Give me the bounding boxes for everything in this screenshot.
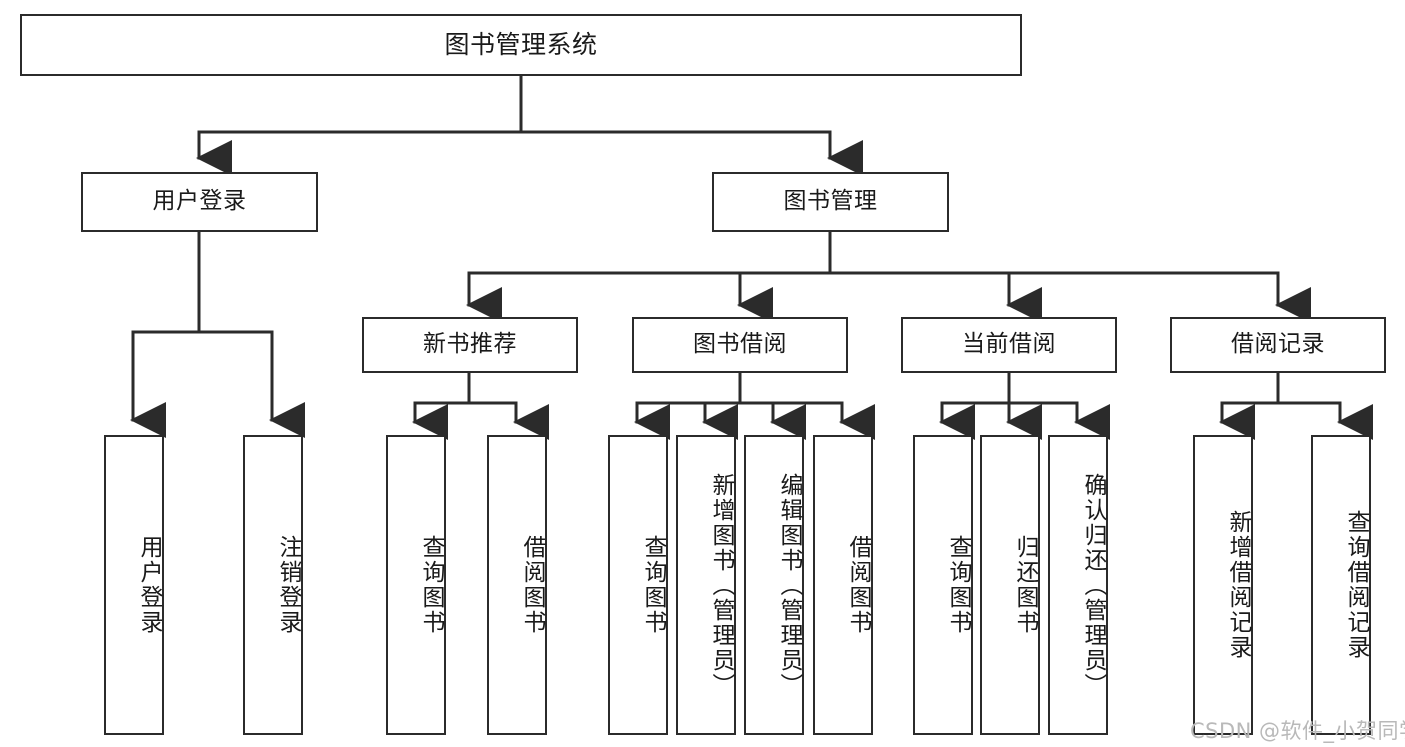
node-leaf-borrow-book-1[interactable]: 借阅图书 <box>487 435 547 735</box>
node-current-borrow-label: 当前借阅 <box>962 331 1056 358</box>
node-book-borrow[interactable]: 图书借阅 <box>632 317 848 373</box>
node-book-manage[interactable]: 图书管理 <box>712 172 949 232</box>
watermark: CSDN @软件_小贺同学 <box>1190 719 1405 743</box>
node-leaf-edit-book[interactable]: 编辑图书（管理员） <box>744 435 804 735</box>
node-leaf-user-logout-label: 注销登录 <box>275 535 301 635</box>
node-book-manage-label: 图书管理 <box>783 188 878 215</box>
node-leaf-edit-book-label: 编辑图书（管理员） <box>776 472 802 698</box>
node-leaf-add-record[interactable]: 新增借阅记录 <box>1193 435 1253 735</box>
node-leaf-user-login[interactable]: 用户登录 <box>104 435 164 735</box>
node-leaf-user-logout[interactable]: 注销登录 <box>243 435 303 735</box>
node-leaf-borrow-book-2-label: 借阅图书 <box>845 535 871 635</box>
node-leaf-return-book[interactable]: 归还图书 <box>980 435 1040 735</box>
node-book-borrow-label: 图书借阅 <box>693 331 787 358</box>
node-new-book-recommend-label: 新书推荐 <box>423 331 517 358</box>
node-leaf-borrow-book-1-label: 借阅图书 <box>519 535 545 635</box>
node-leaf-confirm-return-label: 确认归还（管理员） <box>1080 472 1106 698</box>
node-leaf-return-book-label: 归还图书 <box>1012 535 1038 635</box>
node-current-borrow[interactable]: 当前借阅 <box>901 317 1117 373</box>
node-leaf-query-record[interactable]: 查询借阅记录 <box>1311 435 1371 735</box>
node-user-login[interactable]: 用户登录 <box>81 172 318 232</box>
node-user-login-label: 用户登录 <box>152 188 247 215</box>
node-leaf-query-book-1[interactable]: 查询图书 <box>386 435 446 735</box>
node-borrow-record-label: 借阅记录 <box>1231 331 1325 358</box>
node-root-label: 图书管理系统 <box>444 30 598 60</box>
node-root[interactable]: 图书管理系统 <box>20 14 1022 76</box>
node-new-book-recommend[interactable]: 新书推荐 <box>362 317 578 373</box>
node-leaf-borrow-book-2[interactable]: 借阅图书 <box>813 435 873 735</box>
node-leaf-add-book-label: 新增图书（管理员） <box>708 472 734 698</box>
node-leaf-query-record-label: 查询借阅记录 <box>1343 510 1369 660</box>
node-leaf-query-book-2[interactable]: 查询图书 <box>608 435 668 735</box>
node-leaf-confirm-return[interactable]: 确认归还（管理员） <box>1048 435 1108 735</box>
node-leaf-add-record-label: 新增借阅记录 <box>1225 510 1251 660</box>
node-leaf-query-book-3[interactable]: 查询图书 <box>913 435 973 735</box>
node-borrow-record[interactable]: 借阅记录 <box>1170 317 1386 373</box>
node-leaf-query-book-2-label: 查询图书 <box>640 535 666 635</box>
node-leaf-user-login-label: 用户登录 <box>136 535 162 635</box>
node-leaf-query-book-1-label: 查询图书 <box>418 535 444 635</box>
node-leaf-query-book-3-label: 查询图书 <box>945 535 971 635</box>
node-leaf-add-book[interactable]: 新增图书（管理员） <box>676 435 736 735</box>
